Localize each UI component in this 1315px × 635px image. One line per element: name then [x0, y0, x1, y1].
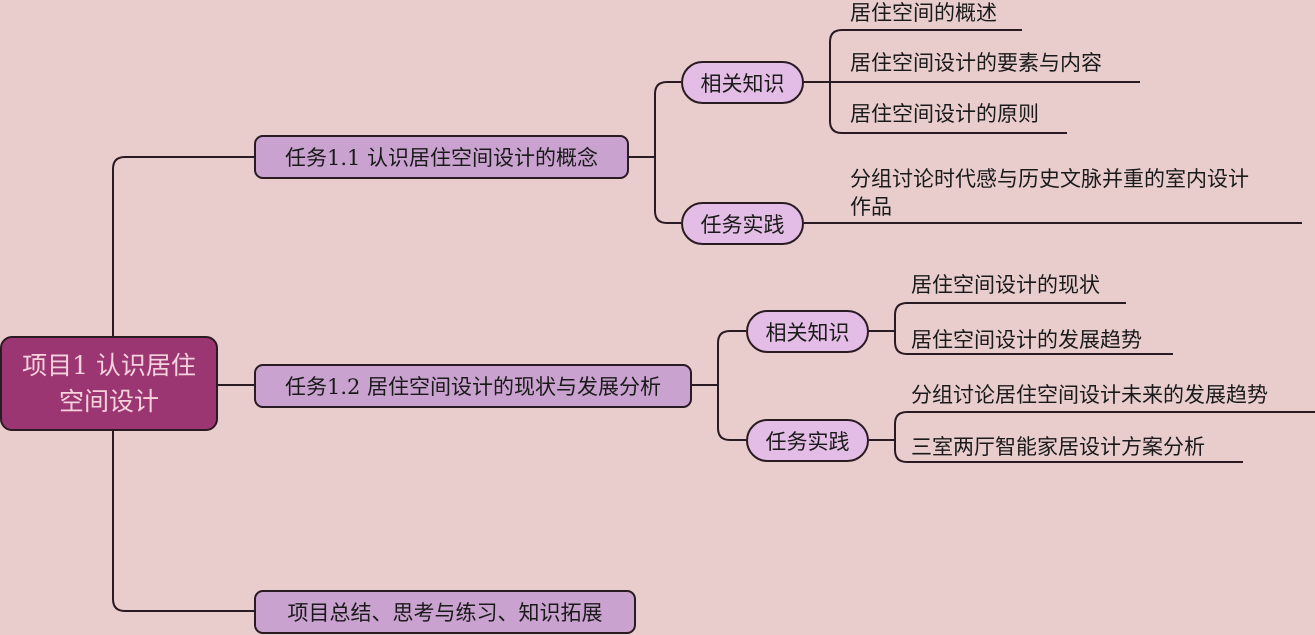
- leaf-node[interactable]: 居住空间设计的现状: [911, 273, 1100, 297]
- root-line-2: 空间设计: [58, 386, 159, 416]
- leaf-node[interactable]: 分组讨论时代感与历史文脉并重的室内设计: [850, 167, 1249, 191]
- root-line-1: 项目1 认识居住: [22, 350, 196, 380]
- root-node[interactable]: 项目1 认识居住 空间设计: [0, 336, 218, 431]
- task-1-1-node[interactable]: 任务1.1 认识居住空间设计的概念: [254, 135, 629, 179]
- task-1-1-practice-node[interactable]: 任务实践: [681, 202, 804, 245]
- leaf-node[interactable]: 居住空间的概述: [850, 1, 997, 25]
- task-1-2-node[interactable]: 任务1.2 居住空间设计的现状与发展分析: [254, 364, 692, 408]
- task-1-2-practice-node[interactable]: 任务实践: [746, 419, 869, 462]
- leaf-node[interactable]: 三室两厅智能家居设计方案分析: [911, 435, 1205, 459]
- leaf-node[interactable]: 居住空间设计的原则: [850, 102, 1039, 126]
- task-1-2-knowledge-node[interactable]: 相关知识: [746, 310, 869, 353]
- leaf-node[interactable]: 居住空间设计的要素与内容: [850, 51, 1102, 75]
- leaf-node[interactable]: 作品: [850, 195, 892, 219]
- leaf-node[interactable]: 分组讨论居住空间设计未来的发展趋势: [911, 383, 1268, 407]
- summary-node[interactable]: 项目总结、思考与练习、知识拓展: [254, 590, 636, 634]
- task-1-1-knowledge-node[interactable]: 相关知识: [681, 61, 804, 104]
- leaf-node[interactable]: 居住空间设计的发展趋势: [911, 328, 1142, 352]
